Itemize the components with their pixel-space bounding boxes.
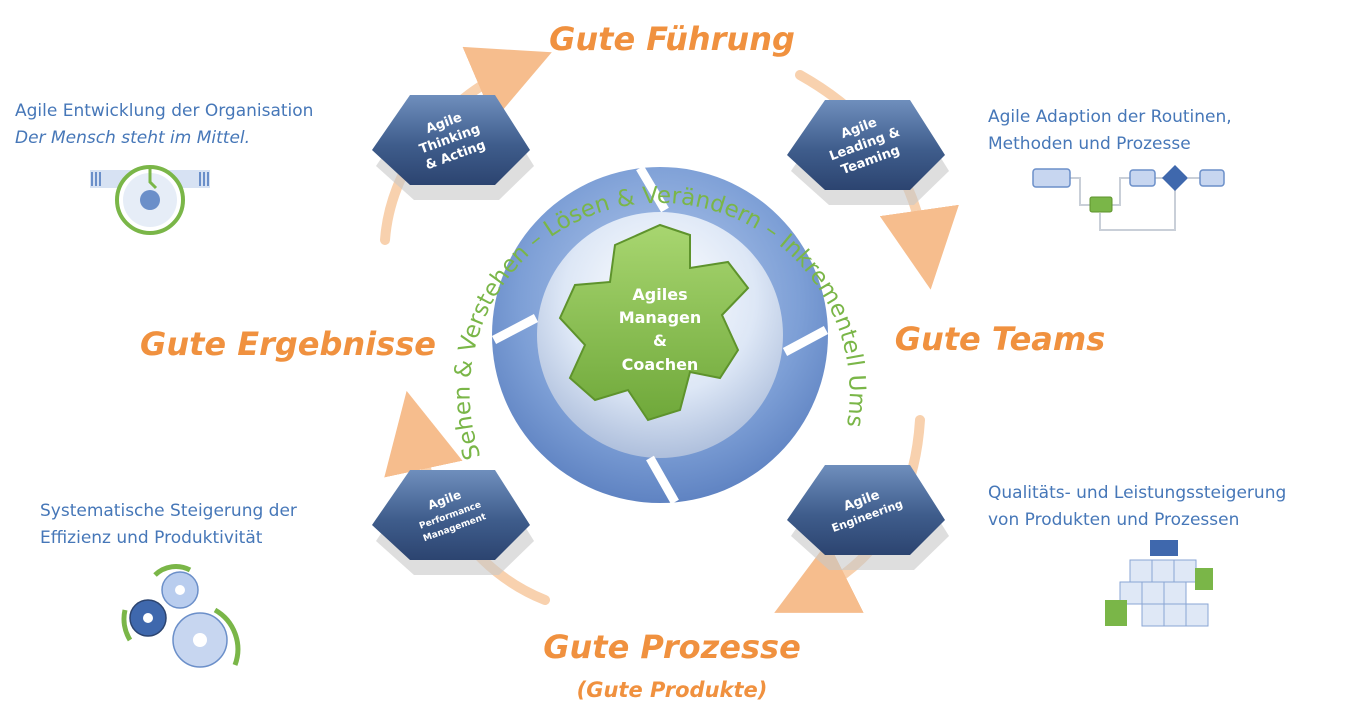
desc-bottom-left-line-2: Effizienz und Produktivität (40, 528, 263, 548)
center-label-3: & (653, 331, 667, 350)
center-gear: Agiles Managen & Coachen (558, 223, 750, 422)
desc-bottom-left-line-1: Systematische Steigerung der (40, 501, 297, 521)
desc-bottom-left: Systematische Steigerung der Effizienz u… (40, 498, 297, 552)
desc-bottom-right-line-2: von Produkten und Prozessen (988, 510, 1240, 530)
hex-engineering: Agile Engineering (787, 465, 949, 570)
center-label-2: Managen (619, 308, 702, 327)
desc-bottom-right: Qualitäts- und Leistungssteigerung von P… (988, 480, 1286, 534)
process-flow-icon (1032, 165, 1225, 231)
hex-leading: Agile Leading & Teaming (787, 100, 949, 205)
gears-icon (121, 564, 241, 668)
center-label-1: Agiles (632, 285, 687, 304)
desc-top-left-line-2: Der Mensch steht im Mittel. (15, 128, 251, 148)
center-label-4: Coachen (622, 355, 699, 374)
desc-top-right-line-2: Methoden und Prozesse (988, 134, 1191, 154)
hex-performance: Agile Performance Management (372, 470, 534, 575)
desc-top-right: Agile Adaption der Routinen, Methoden un… (988, 104, 1232, 158)
desc-top-left: Agile Entwicklung der Organisation Der M… (15, 98, 313, 152)
desc-top-right-line-1: Agile Adaption der Routinen, (988, 107, 1232, 127)
desc-top-left-line-1: Agile Entwicklung der Organisation (15, 101, 314, 121)
title-fuehrung: Gute Führung (549, 20, 795, 58)
desc-bottom-right-line-1: Qualitäts- und Leistungssteigerung (988, 483, 1287, 503)
subtitle-produkte: (Gute Produkte) (577, 678, 768, 702)
cube-blocks-icon (1105, 540, 1213, 627)
hex-thinking: Agile Thinking & Acting (372, 95, 534, 200)
title-teams: Gute Teams (895, 320, 1106, 358)
title-prozesse: Gute Prozesse (543, 628, 801, 666)
title-ergebnisse: Gute Ergebnisse (140, 325, 436, 363)
person-circle-icon (90, 165, 210, 235)
